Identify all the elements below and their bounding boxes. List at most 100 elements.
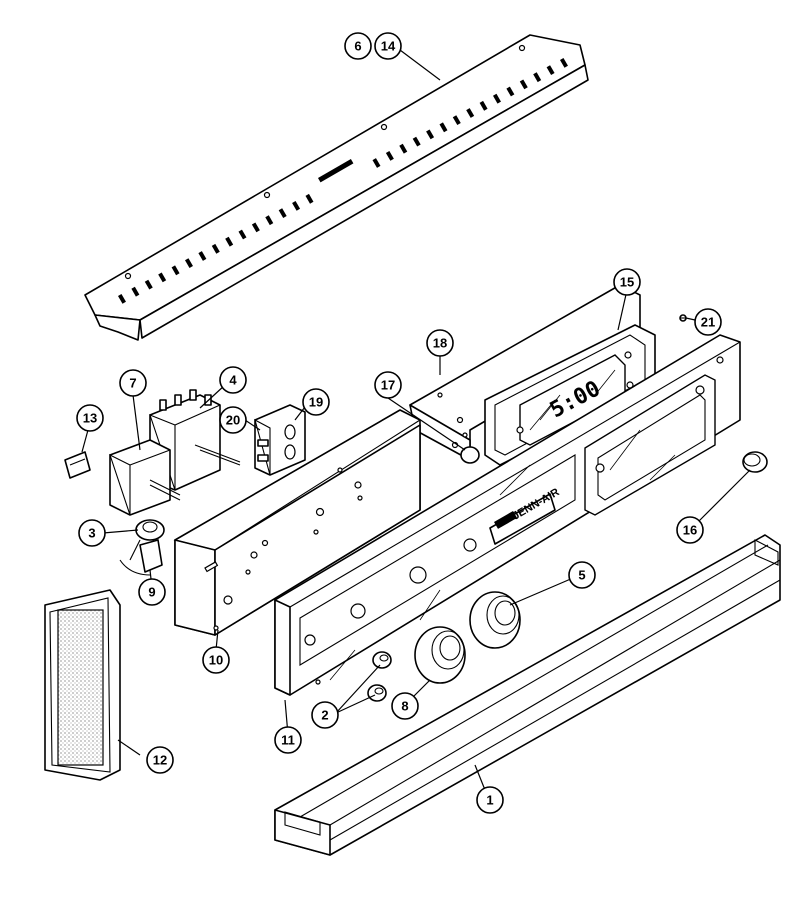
callout-circle — [476, 786, 504, 814]
screw — [679, 314, 687, 322]
vent-slot — [452, 115, 461, 125]
callout-17: 17 — [374, 371, 402, 399]
vent-slot — [426, 129, 435, 140]
callout-1: 1 — [476, 786, 504, 814]
callout-circle — [391, 692, 419, 720]
callout-circle — [374, 32, 402, 60]
callout-circle — [374, 371, 402, 399]
vent-slot — [158, 272, 167, 283]
control-bracket — [173, 409, 422, 636]
callout-circle — [676, 516, 704, 544]
callout-6: 6 — [344, 32, 372, 60]
callout-number: 16 — [683, 523, 697, 538]
callout-9: 9 — [138, 578, 166, 606]
callout-8: 8 — [391, 692, 419, 720]
vent-slot — [238, 229, 247, 240]
light-switch — [129, 519, 165, 561]
callout-circle — [146, 746, 174, 774]
vent-slot — [251, 222, 260, 233]
callout-13: 13 — [76, 404, 104, 432]
vent-slot — [131, 286, 140, 297]
callout-number: 10 — [209, 653, 223, 668]
vent-slot — [198, 251, 207, 261]
callout-18: 18 — [426, 329, 454, 357]
callout-number: 15 — [620, 275, 634, 290]
callout-circle — [119, 369, 147, 397]
callout-circle — [302, 388, 330, 416]
plug — [460, 446, 480, 464]
vent-slot — [265, 215, 274, 226]
vent-slot-row — [117, 58, 568, 304]
callout-circle — [694, 308, 722, 336]
vent-slot — [372, 158, 381, 168]
vent-slot — [492, 93, 501, 104]
callout-number: 1 — [486, 793, 493, 808]
callout-circle — [613, 268, 641, 296]
vent-slot — [466, 108, 475, 118]
callout-circle — [568, 561, 596, 589]
vent-slot — [519, 79, 528, 90]
callout-16: 16 — [676, 516, 704, 544]
vent-slot — [439, 122, 448, 133]
callout-number: 9 — [148, 585, 155, 600]
callout-circle — [344, 32, 372, 60]
callout-number: 20 — [226, 413, 240, 428]
callout-circle — [202, 646, 230, 674]
callout-number: 7 — [129, 376, 136, 391]
callout-circle — [138, 578, 166, 606]
callout-21: 21 — [694, 308, 722, 336]
callout-number: 12 — [153, 753, 167, 768]
callout-number: 3 — [88, 526, 95, 541]
callout-7: 7 — [119, 369, 147, 397]
vent-slot — [144, 279, 153, 290]
vent-slot — [184, 258, 193, 268]
callout-number: 21 — [701, 315, 715, 330]
vent-slot — [171, 265, 180, 276]
vent-slot — [117, 294, 126, 304]
vent-slot — [305, 193, 314, 204]
callout-20: 20 — [219, 406, 247, 434]
control-panel-front: JENN-AIR — [274, 334, 741, 696]
callout-11: 11 — [274, 726, 302, 754]
clip — [64, 451, 91, 479]
callout-10: 10 — [202, 646, 230, 674]
callout-circle — [219, 406, 247, 434]
vent-slot — [278, 208, 287, 218]
callout-2: 2 — [311, 701, 339, 729]
callout-number: 4 — [229, 373, 237, 388]
knob-cap — [742, 451, 768, 473]
callout-circle — [78, 519, 106, 547]
callout-number: 5 — [578, 568, 585, 583]
callout-number: 18 — [433, 336, 447, 351]
end-cap — [44, 589, 121, 781]
vent-slot — [506, 86, 515, 97]
callout-12: 12 — [146, 746, 174, 774]
callout-circle — [311, 701, 339, 729]
control-knob-8 — [414, 626, 466, 684]
callout-circle — [274, 726, 302, 754]
vent-slot — [225, 236, 234, 247]
vent-slot — [560, 58, 568, 68]
callout-5: 5 — [568, 561, 596, 589]
callout-number: 14 — [381, 39, 396, 54]
vent-slot — [385, 151, 394, 161]
infinite-switch — [109, 439, 181, 516]
bottom-channel-trim — [274, 534, 781, 856]
vent-slot — [211, 243, 220, 254]
vent-slot — [479, 100, 488, 111]
control-knob-5 — [469, 591, 521, 649]
callout-circle — [76, 404, 104, 432]
terminal-block — [254, 404, 306, 476]
vent-slot — [399, 143, 408, 154]
callout-circle — [219, 366, 247, 394]
callout-3: 3 — [78, 519, 106, 547]
callout-4: 4 — [219, 366, 247, 394]
vent-slot — [292, 201, 301, 211]
callout-number: 11 — [281, 733, 295, 748]
callout-number: 8 — [401, 699, 408, 714]
lamp-socket — [119, 539, 163, 576]
callout-15: 15 — [613, 268, 641, 296]
callout-number: 2 — [321, 708, 328, 723]
callout-number: 19 — [309, 395, 323, 410]
